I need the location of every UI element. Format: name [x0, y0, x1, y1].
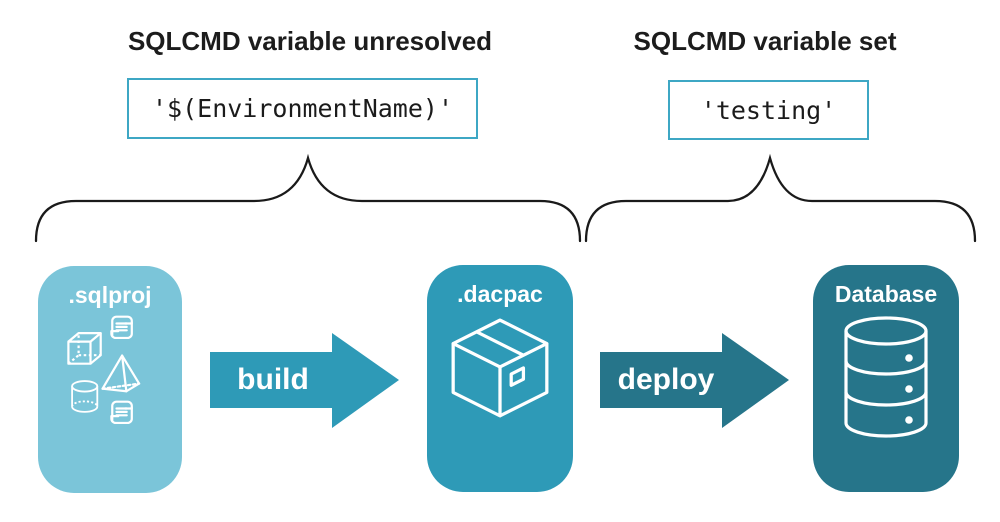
right-section-title: SQLCMD variable set: [633, 26, 897, 56]
package-icon: [451, 318, 549, 418]
sqlproj-artwork: [67, 315, 141, 425]
left-section-title: SQLCMD variable unresolved: [127, 26, 493, 56]
unresolved-variable-box: '$(EnvironmentName)': [127, 78, 478, 139]
unresolved-variable-text: '$(EnvironmentName)': [151, 94, 454, 123]
stage-dacpac: .dacpac: [427, 265, 573, 492]
right-brace: [584, 153, 977, 243]
cube-icon: [67, 331, 102, 365]
build-arrow: [210, 333, 399, 428]
deploy-arrow: [600, 333, 789, 428]
script-icon: [110, 315, 133, 340]
resolved-variable-text: 'testing': [700, 95, 837, 125]
script-icon: [110, 400, 133, 425]
stage-sqlproj: .sqlproj: [38, 266, 182, 493]
cylinder-icon: [71, 380, 99, 413]
left-brace: [34, 153, 582, 243]
stage-database-label: Database: [834, 281, 938, 307]
build-arrow-label: build: [237, 363, 309, 396]
resolved-variable-box: 'testing': [668, 80, 869, 140]
stage-sqlproj-label: .sqlproj: [68, 282, 152, 308]
stage-dacpac-label: .dacpac: [457, 281, 543, 307]
database-icon: [844, 316, 928, 438]
pyramid-icon: [101, 354, 141, 393]
deploy-arrow-label: deploy: [617, 363, 715, 396]
stage-database: Database: [813, 265, 959, 492]
